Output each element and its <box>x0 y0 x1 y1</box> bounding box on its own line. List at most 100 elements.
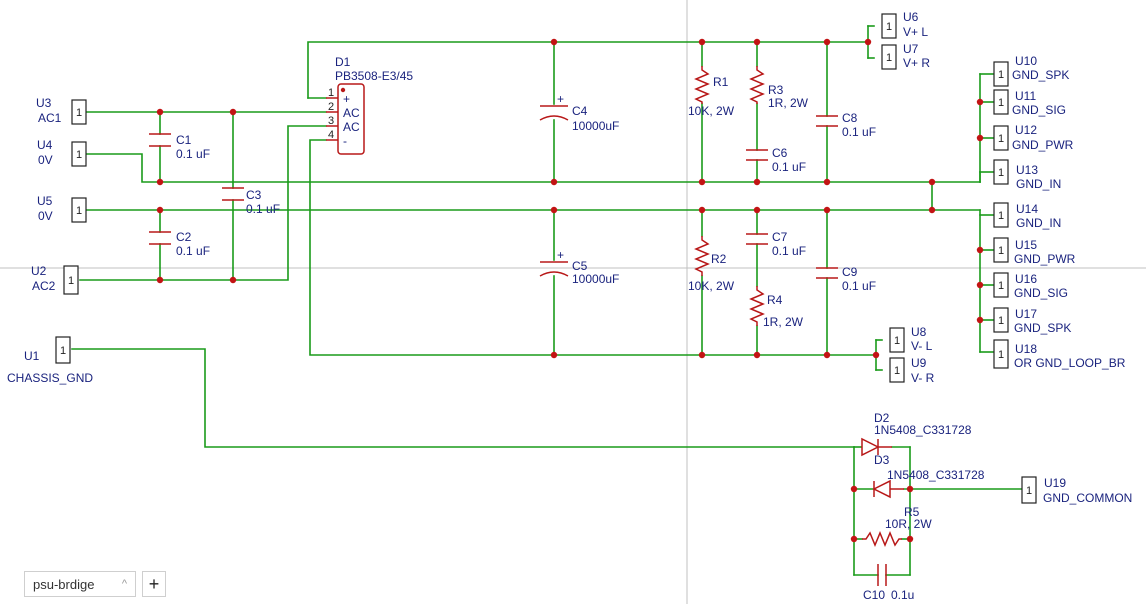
svg-text:U13: U13 <box>1016 163 1038 177</box>
svg-text:C10: C10 <box>863 588 885 602</box>
svg-text:1N5408_C331728: 1N5408_C331728 <box>874 423 972 437</box>
resistor-r3[interactable]: R3 1R, 2W <box>749 66 809 110</box>
svg-text:AC: AC <box>343 106 360 120</box>
capacitor-c8[interactable]: C8 0.1 uF <box>816 111 876 139</box>
svg-text:4: 4 <box>328 129 334 141</box>
svg-text:D1: D1 <box>335 55 351 69</box>
svg-text:1N5408_C331728: 1N5408_C331728 <box>887 468 985 482</box>
svg-text:1: 1 <box>998 167 1004 179</box>
svg-text:V+ R: V+ R <box>903 56 930 70</box>
connector-u17[interactable]: 1 U17 GND_SPK <box>993 307 1071 335</box>
capacitor-c3[interactable]: C3 0.1 uF <box>222 187 280 216</box>
connector-u9[interactable]: 1 U9 V- R <box>889 356 935 385</box>
resistor-r1[interactable]: R1 10K, 2W <box>688 66 735 118</box>
resistor-r4[interactable]: R4 1R, 2W <box>749 286 804 329</box>
svg-text:1R, 2W: 1R, 2W <box>768 96 809 110</box>
svg-text:GND_IN: GND_IN <box>1016 216 1061 230</box>
svg-text:U4: U4 <box>37 138 53 152</box>
svg-text:U10: U10 <box>1015 54 1037 68</box>
connector-u16[interactable]: 1 U16 GND_SIG <box>993 272 1068 300</box>
capacitor-c4[interactable]: + C4 10000uF <box>539 92 619 133</box>
resistor-r5[interactable]: R5 10R, 2W <box>862 505 932 547</box>
svg-text:U17: U17 <box>1015 307 1037 321</box>
svg-text:CHASSIS_GND: CHASSIS_GND <box>7 371 93 385</box>
capacitor-c7[interactable]: C7 0.1 uF <box>746 230 806 258</box>
svg-text:GND_PWR: GND_PWR <box>1014 252 1076 266</box>
svg-text:3: 3 <box>328 115 334 127</box>
sheet-tab-psu-brdige[interactable]: psu-brdige ^ <box>24 571 136 597</box>
svg-text:0.1 uF: 0.1 uF <box>176 147 210 161</box>
svg-text:+: + <box>557 92 564 106</box>
connector-u13[interactable]: 1 U13 GND_IN <box>993 159 1061 191</box>
connector-u11[interactable]: 1 U11 GND_SIG <box>993 89 1066 117</box>
svg-text:AC1: AC1 <box>38 111 62 125</box>
svg-text:C5: C5 <box>572 259 588 273</box>
capacitor-c6[interactable]: C6 0.1 uF <box>746 146 806 174</box>
bridge-rectifier-d1[interactable]: 1 2 3 4 + AC AC - D1 PB3508-E3/45 <box>326 55 413 155</box>
svg-text:C6: C6 <box>772 146 788 160</box>
connector-u14[interactable]: 1 U14 GND_IN <box>993 202 1061 230</box>
capacitor-c9[interactable]: C9 0.1 uF <box>816 265 876 293</box>
connector-u3[interactable]: 1 U3 AC1 <box>36 96 87 125</box>
svg-text:PB3508-E3/45: PB3508-E3/45 <box>335 69 413 83</box>
svg-text:U11: U11 <box>1015 89 1036 103</box>
svg-text:1: 1 <box>998 210 1004 222</box>
svg-text:1: 1 <box>76 107 82 119</box>
svg-text:AC: AC <box>343 120 360 134</box>
svg-text:1R, 2W: 1R, 2W <box>763 315 804 329</box>
wires <box>71 25 1023 576</box>
svg-text:GND_IN: GND_IN <box>1016 177 1061 191</box>
connector-u8[interactable]: 1 U8 V- L <box>889 325 933 353</box>
svg-text:R2: R2 <box>711 252 727 266</box>
svg-text:0.1 uF: 0.1 uF <box>842 125 876 139</box>
resistor-r2[interactable]: R2 10K, 2W <box>688 236 735 293</box>
capacitor-c10[interactable]: C10 0.1u <box>863 564 914 602</box>
connector-u19[interactable]: 1 U19 GND_COMMON <box>1021 476 1132 505</box>
svg-text:C7: C7 <box>772 230 788 244</box>
svg-text:1: 1 <box>894 335 900 347</box>
svg-text:1: 1 <box>998 133 1004 145</box>
diode-d2[interactable]: D2 1N5408_C331728 <box>861 411 972 457</box>
svg-text:1: 1 <box>1026 485 1032 497</box>
svg-text:U18: U18 <box>1015 342 1037 356</box>
svg-text:U12: U12 <box>1015 123 1037 137</box>
svg-text:C9: C9 <box>842 265 858 279</box>
svg-text:0.1 uF: 0.1 uF <box>772 244 806 258</box>
connector-u12[interactable]: 1 U12 GND_PWR <box>993 123 1074 152</box>
svg-text:R4: R4 <box>767 293 783 307</box>
junctions <box>156 38 984 543</box>
svg-text:U16: U16 <box>1015 272 1037 286</box>
capacitor-c2[interactable]: C2 0.1 uF <box>149 230 210 258</box>
diode-d3[interactable]: D3 1N5408_C331728 <box>872 453 985 499</box>
svg-text:0V: 0V <box>38 153 53 167</box>
connector-u18[interactable]: 1 U18 OR GND_LOOP_BR <box>993 339 1126 370</box>
svg-text:0.1 uF: 0.1 uF <box>246 202 280 216</box>
svg-text:1: 1 <box>328 87 334 99</box>
svg-text:U9: U9 <box>911 356 927 370</box>
connector-u7[interactable]: 1 U7 V+ R <box>881 42 930 70</box>
svg-text:10000uF: 10000uF <box>572 119 619 133</box>
svg-text:10K, 2W: 10K, 2W <box>688 279 735 293</box>
svg-text:2: 2 <box>328 101 334 113</box>
connector-u5[interactable]: 1 U5 0V <box>37 194 87 223</box>
connector-u4[interactable]: 1 U4 0V <box>37 138 87 167</box>
svg-text:0.1 uF: 0.1 uF <box>842 279 876 293</box>
capacitor-c1[interactable]: C1 0.1 uF <box>149 133 210 161</box>
svg-text:1: 1 <box>998 97 1004 109</box>
svg-text:10000uF: 10000uF <box>572 272 619 286</box>
svg-text:1: 1 <box>998 280 1004 292</box>
svg-text:R1: R1 <box>713 75 729 89</box>
connector-u15[interactable]: 1 U15 GND_PWR <box>993 237 1076 266</box>
capacitor-c5[interactable]: + C5 10000uF <box>539 248 619 286</box>
chevron-up-icon[interactable]: ^ <box>121 578 127 590</box>
connector-u6[interactable]: 1 U6 V+ L <box>881 10 928 39</box>
sheet-tab-bar: psu-brdige ^ + <box>24 571 166 599</box>
svg-text:C1: C1 <box>176 133 192 147</box>
connector-u2[interactable]: 1 U2 AC2 <box>31 264 79 295</box>
svg-text:C8: C8 <box>842 111 858 125</box>
svg-text:C4: C4 <box>572 104 588 118</box>
connector-u1[interactable]: 1 U1 CHASSIS_GND <box>7 336 93 385</box>
add-sheet-button[interactable]: + <box>142 571 166 597</box>
connector-u10[interactable]: 1 U10 GND_SPK <box>993 54 1069 87</box>
